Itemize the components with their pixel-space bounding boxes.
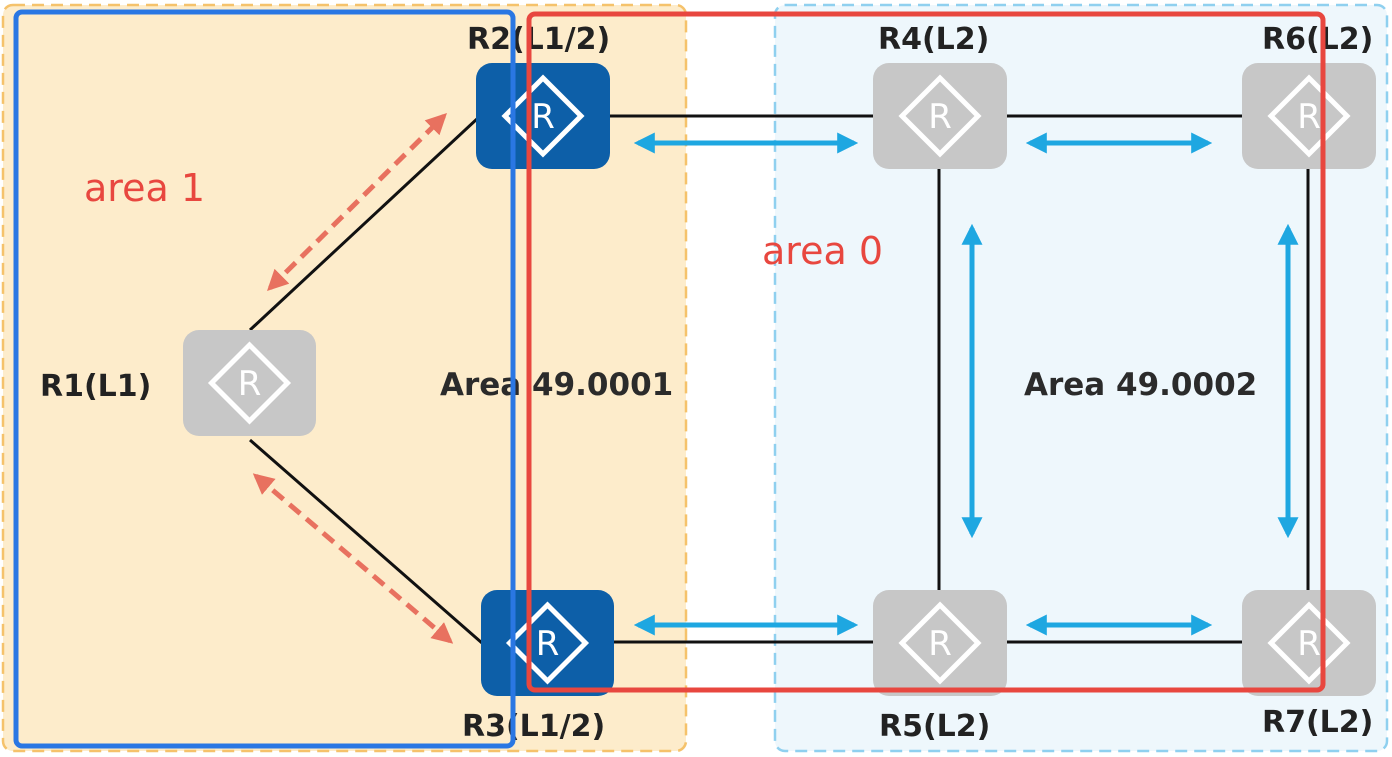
router-r1-box — [183, 330, 316, 436]
router-r4-label: R4(L2) — [878, 22, 989, 57]
router-r5-glyph: R — [928, 624, 952, 664]
router-r4[interactable]: R — [873, 63, 1007, 169]
router-r6-glyph: R — [1297, 97, 1321, 137]
router-r6-diamond-icon — [1267, 74, 1351, 158]
router-r1-glyph: R — [238, 364, 262, 404]
router-r2-glyph: R — [531, 97, 555, 137]
area0-highlight-box — [526, 11, 1326, 693]
area-49-0001-label: Area 49.0001 — [440, 367, 673, 403]
router-r2-diamond-icon — [501, 74, 585, 158]
router-r1[interactable]: R — [183, 330, 316, 436]
router-r3[interactable]: R — [481, 590, 614, 696]
router-r4-glyph: R — [928, 97, 952, 137]
router-r1-diamond-icon — [207, 341, 292, 425]
router-r6-box — [1242, 63, 1376, 169]
area0-annotation: area 0 — [762, 229, 883, 273]
area1-annotation: area 1 — [84, 166, 205, 210]
router-r2-box — [476, 63, 610, 169]
router-r3-label: R3(L1/2) — [462, 709, 605, 744]
l2-adjacency-arrows — [633, 132, 1299, 636]
router-r6[interactable]: R — [1242, 63, 1376, 169]
router-r7-label: R7(L2) — [1262, 705, 1373, 740]
router-r5[interactable]: R — [873, 590, 1007, 696]
area-49-0002-label: Area 49.0002 — [1024, 367, 1257, 403]
router-r5-diamond-icon — [898, 601, 982, 685]
area1-highlight-box — [13, 9, 516, 749]
router-r4-diamond-icon — [898, 74, 982, 158]
area-49-0002-region — [773, 3, 1389, 753]
router-r3-diamond-icon — [505, 601, 590, 685]
router-r2-label: R2(L1/2) — [467, 22, 610, 57]
router-r7[interactable]: R — [1242, 590, 1376, 696]
router-r3-glyph: R — [536, 624, 560, 664]
router-r5-box — [873, 590, 1007, 696]
l1-arrow-r1-r2 — [267, 113, 447, 291]
router-r2[interactable]: R — [476, 63, 610, 169]
router-r7-box — [1242, 590, 1376, 696]
router-r4-box — [873, 63, 1007, 169]
router-r7-diamond-icon — [1267, 601, 1351, 685]
l1-adjacency-arrows — [252, 113, 454, 644]
router-r7-glyph: R — [1297, 624, 1321, 664]
router-r5-label: R5(L2) — [879, 709, 990, 744]
router-r1-label: R1(L1) — [40, 369, 151, 404]
router-r6-label: R6(L2) — [1262, 22, 1373, 57]
